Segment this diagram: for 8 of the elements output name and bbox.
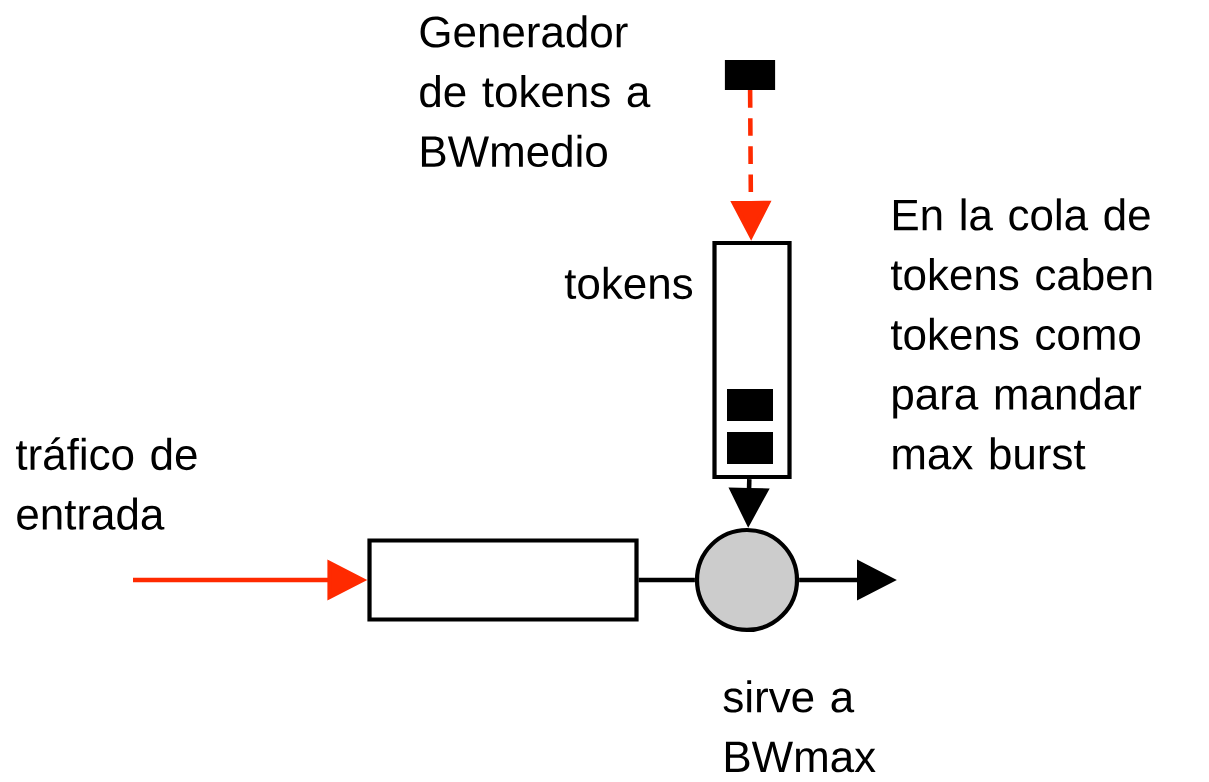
- generator-box: [724, 59, 776, 91]
- note-text: En la cola de tokens caben tokens como para mandar max burst: [891, 198, 1152, 470]
- server-circle: [694, 527, 800, 633]
- node-caption: tokens: [564, 266, 693, 300]
- node-caption: sirve a BWmax: [723, 680, 876, 773]
- node-caption: Generador de tokens a BWmedio: [420, 15, 651, 168]
- note-text: tráfico de entrada: [16, 437, 197, 530]
- queue-box: [367, 538, 639, 622]
